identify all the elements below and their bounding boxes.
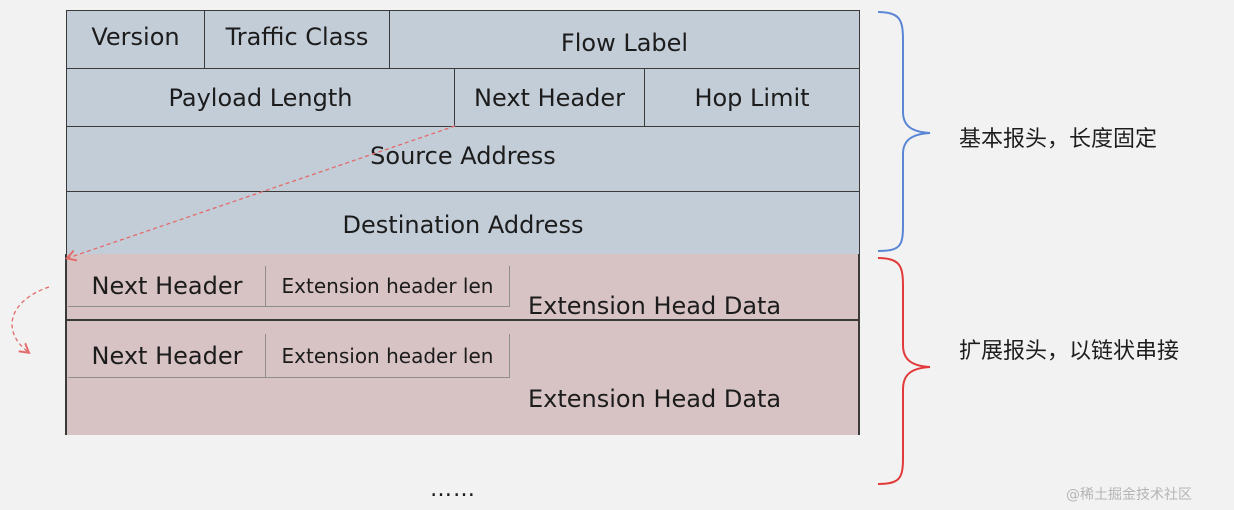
destination-address-field: Destination Address (66, 191, 860, 255)
chain-curve-arrow (11, 286, 50, 352)
next-header-field: Next Header (454, 68, 645, 127)
extension-divider (66, 319, 860, 321)
more-ellipsis: …… (430, 477, 476, 502)
next-header-label: Next Header (474, 83, 625, 112)
hop-limit-field: Hop Limit (644, 68, 860, 127)
ext1-head-data: Extension Head Data (528, 292, 781, 320)
traffic-class-label: Traffic Class (225, 22, 369, 51)
extension-header-brace (877, 257, 931, 485)
ext2-next-header-field: Next Header (68, 334, 266, 378)
ext2-header-len-label: Extension header len (281, 343, 494, 368)
hop-limit-label: Hop Limit (694, 83, 810, 112)
payload-length-field: Payload Length (66, 68, 455, 127)
ext1-head-data-label: Extension Head Data (528, 292, 782, 320)
extension-header-caption: 扩展报头，以链状串接 (959, 339, 1180, 364)
extension-left-border (65, 254, 67, 435)
source-address-label: Source Address (370, 142, 556, 170)
basic-header-caption: 基本报头，长度固定 (959, 127, 1158, 152)
ext1-header-len-field: Extension header len (265, 266, 510, 307)
ext1-header-len-label: Extension header len (281, 274, 494, 298)
ext2-head-data: Extension Head Data (528, 385, 781, 413)
version-label: Version (91, 22, 180, 51)
basic-header-brace (877, 11, 931, 252)
next-header-pointer-arrow (68, 125, 456, 258)
ext1-next-header-field: Next Header (68, 266, 266, 307)
destination-address-label: Destination Address (342, 211, 584, 239)
version-field: Version (66, 10, 205, 69)
ext1-next-header-label: Next Header (91, 272, 243, 300)
extension-right-border (858, 254, 860, 435)
flow-label-field: Flow Label (389, 10, 860, 69)
source-address-field: Source Address (66, 126, 860, 192)
payload-length-label: Payload Length (168, 83, 353, 112)
ext2-head-data-label: Extension Head Data (528, 385, 782, 413)
ext2-header-len-field: Extension header len (265, 334, 510, 378)
watermark: @稀土掘金技术社区 (1066, 487, 1192, 503)
ext2-next-header-label: Next Header (91, 341, 243, 370)
flow-label-label: Flow Label (560, 28, 689, 57)
extension-headers-area (66, 254, 860, 435)
